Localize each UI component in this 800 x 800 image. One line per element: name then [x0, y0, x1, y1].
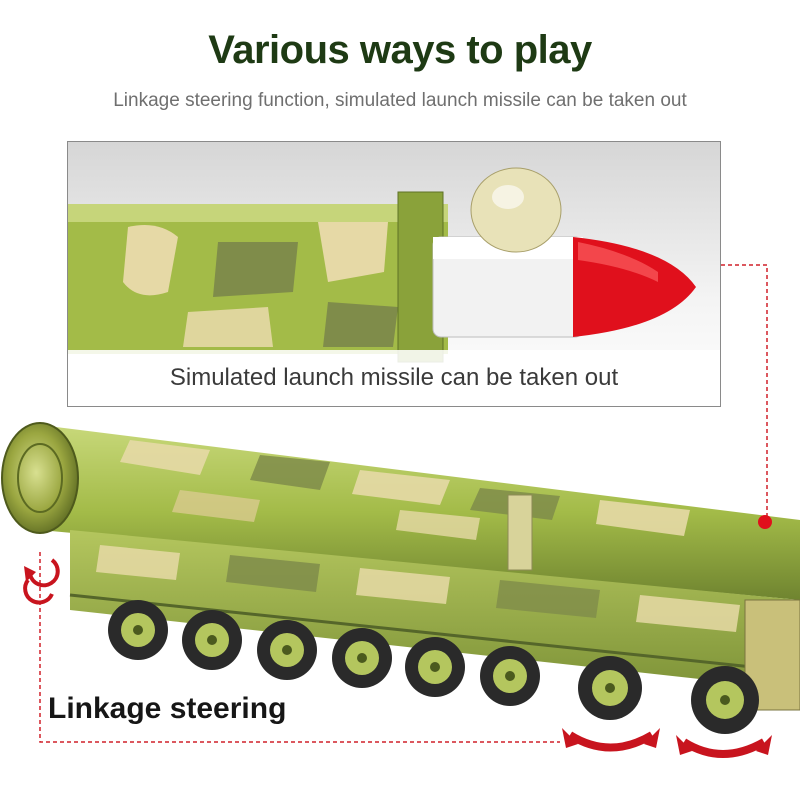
wheel-set — [108, 600, 759, 734]
page-title: Various ways to play — [208, 28, 592, 72]
steering-arrow-icon — [676, 735, 772, 758]
steering-callout-label: Linkage steering — [48, 692, 287, 725]
rotation-arrow-icon — [23, 558, 60, 605]
missile-detail-inset: Simulated launch missile can be taken ou… — [67, 141, 721, 407]
page-subtitle: Linkage steering function, simulated lau… — [113, 90, 687, 111]
launcher-tube — [1, 422, 800, 600]
callout-guide-lines — [39, 264, 772, 743]
launcher-truck-body — [69, 530, 800, 711]
inset-caption: Simulated launch missile can be taken ou… — [68, 350, 720, 406]
missile-detail-illustration — [68, 167, 696, 363]
steering-arrow-icon — [562, 728, 660, 752]
